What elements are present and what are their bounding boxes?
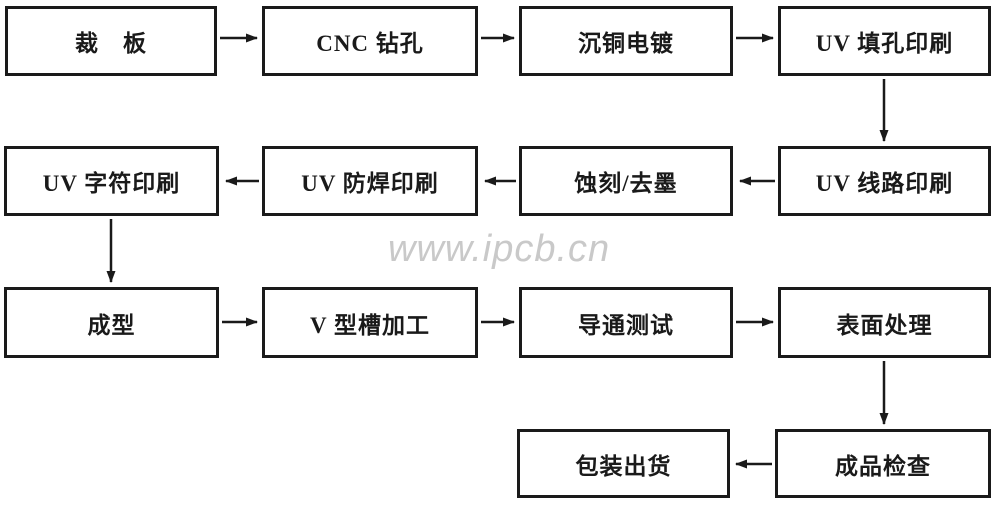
flow-node-uv-hole-fill-print: UV 填孔印刷	[778, 6, 991, 76]
flow-node-copper-plating: 沉铜电镀	[519, 6, 733, 76]
flow-node-uv-legend-print: UV 字符印刷	[4, 146, 219, 216]
flow-node-final-inspection: 成品检查	[775, 429, 991, 498]
flow-node-continuity-test: 导通测试	[519, 287, 733, 358]
flow-node-cnc-drilling: CNC 钻孔	[262, 6, 478, 76]
watermark-text: www.ipcb.cn	[388, 228, 611, 270]
flow-node-forming: 成型	[4, 287, 219, 358]
flow-node-etch-strip-ink: 蚀刻/去墨	[519, 146, 733, 216]
flow-node-v-groove-machining: V 型槽加工	[262, 287, 478, 358]
flow-node-surface-finish: 表面处理	[778, 287, 991, 358]
flow-node-uv-soldermask-print: UV 防焊印刷	[262, 146, 478, 216]
flow-node-cut-board: 裁 板	[5, 6, 217, 76]
flow-node-uv-circuit-print: UV 线路印刷	[778, 146, 991, 216]
flow-node-packing-shipping: 包装出货	[517, 429, 730, 498]
